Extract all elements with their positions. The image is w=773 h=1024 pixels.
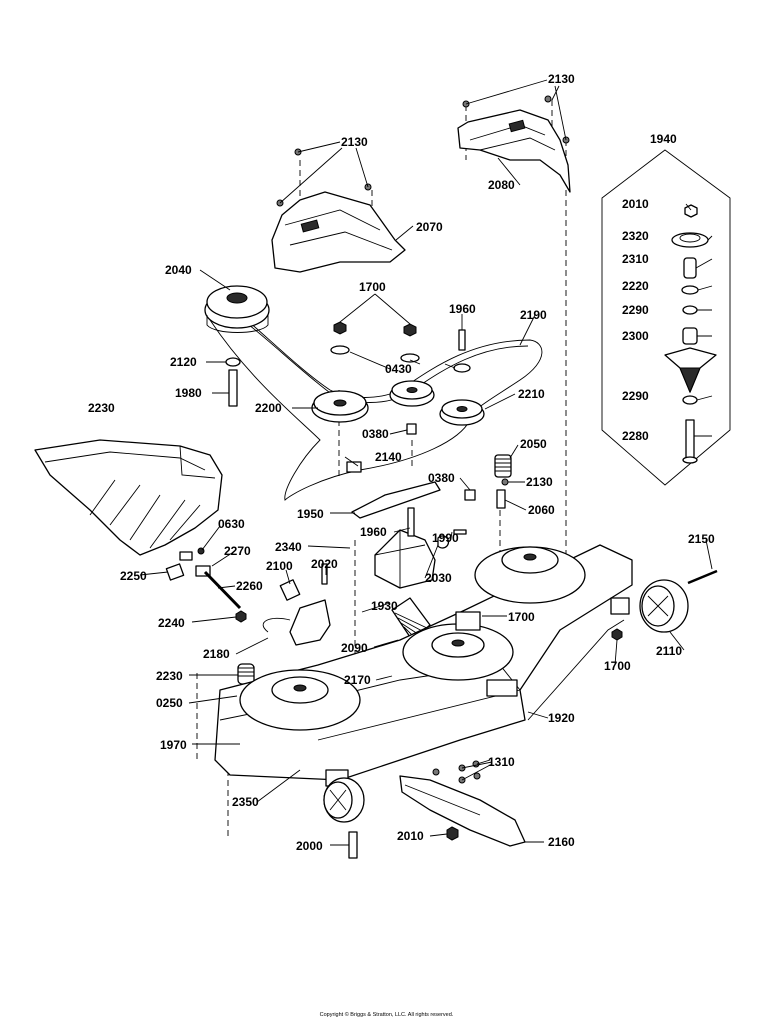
callout-2240: 2240 bbox=[158, 616, 185, 630]
callout-2150: 2150 bbox=[688, 532, 715, 546]
callout-2270: 2270 bbox=[224, 544, 251, 558]
callout-1700-a: 1700 bbox=[359, 280, 386, 294]
nuts-1700-top bbox=[225, 321, 476, 501]
callout-2090: 2090 bbox=[341, 641, 368, 655]
callout-2130-c: 2130 bbox=[526, 475, 553, 489]
callout-labels: 2130 2130 2130 2080 2070 1940 2010 2320 … bbox=[88, 72, 715, 853]
copyright-notice: Copyright © Briggs & Stratton, LLC. All … bbox=[319, 1012, 454, 1018]
idler-pulley-0430 bbox=[389, 380, 435, 407]
belt-cover-2070 bbox=[271, 191, 406, 273]
callout-2190: 2190 bbox=[520, 308, 547, 322]
callout-2070: 2070 bbox=[416, 220, 443, 234]
callout-2140: 2140 bbox=[375, 450, 402, 464]
mower-deck-1920 bbox=[214, 544, 633, 781]
callout-1990: 1990 bbox=[432, 531, 459, 545]
callout-0630: 0630 bbox=[218, 517, 245, 531]
callout-2000: 2000 bbox=[296, 839, 323, 853]
callout-2250: 2250 bbox=[120, 569, 147, 583]
callout-1930: 1930 bbox=[371, 599, 398, 613]
callout-2280: 2280 bbox=[622, 429, 649, 443]
callout-2040: 2040 bbox=[165, 263, 192, 277]
callout-2300: 2300 bbox=[622, 329, 649, 343]
callout-0380-b: 0380 bbox=[428, 471, 455, 485]
belt-cover-2080 bbox=[457, 109, 571, 193]
callout-1920: 1920 bbox=[548, 711, 575, 725]
callout-2200: 2200 bbox=[255, 401, 282, 415]
callout-2260: 2260 bbox=[236, 579, 263, 593]
callout-2350: 2350 bbox=[232, 795, 259, 809]
callout-2230-b: 2230 bbox=[156, 669, 183, 683]
blade-2160 bbox=[348, 760, 526, 859]
idler-pulley-2210 bbox=[439, 399, 485, 426]
callout-1940: 1940 bbox=[650, 132, 677, 146]
callout-2310: 2310 bbox=[622, 252, 649, 266]
callout-2010-a: 2010 bbox=[622, 197, 649, 211]
callout-2080: 2080 bbox=[488, 178, 515, 192]
callout-2220: 2220 bbox=[622, 279, 649, 293]
callout-0430: 0430 bbox=[385, 362, 412, 376]
callout-2340: 2340 bbox=[275, 540, 302, 554]
callout-1700-c: 1700 bbox=[604, 659, 631, 673]
gauge-wheels bbox=[323, 569, 718, 823]
callout-2290-b: 2290 bbox=[622, 389, 649, 403]
callout-2110: 2110 bbox=[656, 644, 682, 658]
callout-2290-a: 2290 bbox=[622, 303, 649, 317]
callout-1970: 1970 bbox=[160, 738, 187, 752]
leader-lines bbox=[139, 79, 713, 846]
callout-2130-a: 2130 bbox=[548, 72, 575, 86]
callout-1960-b: 1960 bbox=[360, 525, 387, 539]
callout-0250: 0250 bbox=[156, 696, 183, 710]
callout-1950: 1950 bbox=[297, 507, 324, 521]
callout-1310: 1310 bbox=[488, 755, 515, 769]
callout-2180: 2180 bbox=[203, 647, 230, 661]
pto-clutch-2040 bbox=[204, 285, 270, 333]
callout-2230-a: 2230 bbox=[88, 401, 115, 415]
callout-1960-a: 1960 bbox=[449, 302, 476, 316]
callout-1980: 1980 bbox=[175, 386, 202, 400]
callout-1700-b: 1700 bbox=[508, 610, 535, 624]
callout-2130-b: 2130 bbox=[341, 135, 368, 149]
callout-2030: 2030 bbox=[425, 571, 452, 585]
callout-2020: 2020 bbox=[311, 557, 338, 571]
callout-2170: 2170 bbox=[344, 673, 371, 687]
callout-2050: 2050 bbox=[520, 437, 547, 451]
brackets-and-springs bbox=[236, 454, 512, 699]
callout-2210: 2210 bbox=[518, 387, 545, 401]
callout-2160: 2160 bbox=[548, 835, 575, 849]
idler-pulley-2200 bbox=[311, 390, 369, 423]
callout-2010-b: 2010 bbox=[397, 829, 424, 843]
callout-0380-a: 0380 bbox=[362, 427, 389, 441]
callout-2120: 2120 bbox=[170, 355, 197, 369]
chute-hardware bbox=[165, 547, 247, 623]
callout-2100: 2100 bbox=[266, 559, 293, 573]
callout-2060: 2060 bbox=[528, 503, 555, 517]
discharge-chute-2230 bbox=[34, 439, 223, 556]
callout-2320: 2320 bbox=[622, 229, 649, 243]
